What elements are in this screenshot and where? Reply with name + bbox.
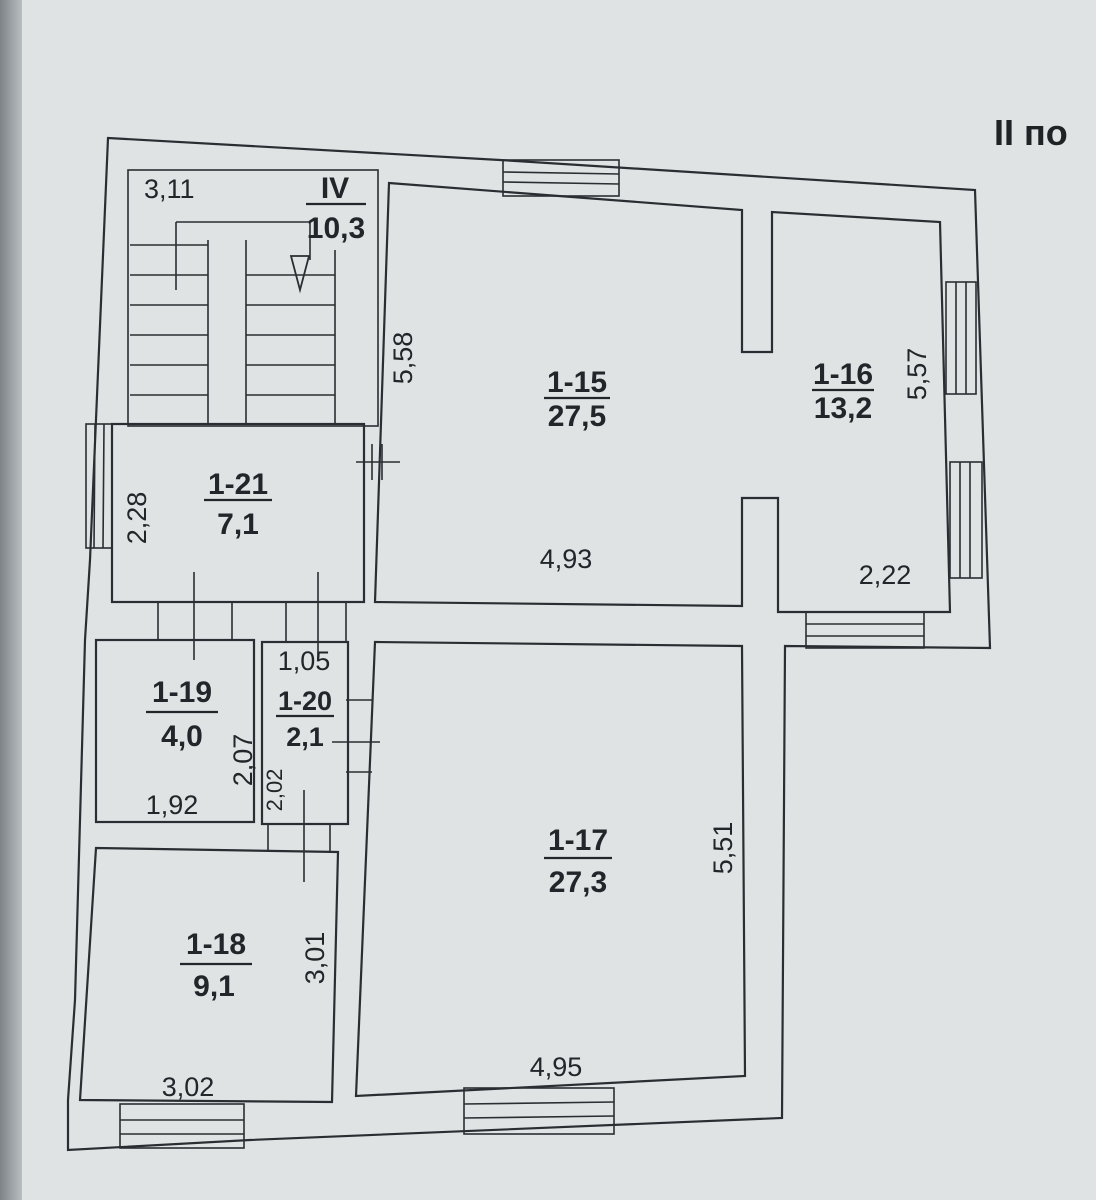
room-1-16-depth: 5,57 bbox=[902, 348, 932, 401]
room-1-18-width: 3,02 bbox=[162, 1072, 215, 1102]
outer-wall-outline bbox=[66, 136, 992, 1152]
room-1-17-depth: 5,51 bbox=[708, 822, 738, 875]
room-1-15-outline bbox=[373, 181, 952, 614]
room-1-15-width: 4,93 bbox=[540, 544, 593, 574]
room-1-15-depth: 5,58 bbox=[388, 332, 418, 385]
room-1-19-depth: 2,07 bbox=[228, 734, 258, 787]
stair-treads bbox=[130, 244, 336, 424]
room-1-19-id: 1-19 bbox=[152, 676, 212, 709]
room-1-16-width: 2,22 bbox=[859, 560, 912, 590]
window-right-upper bbox=[945, 281, 977, 395]
room-1-20-depth: 2,02 bbox=[262, 769, 287, 812]
room-1-18-area: 9,1 bbox=[193, 970, 235, 1003]
room-1-20-area: 2,1 bbox=[286, 722, 324, 752]
room-1-18-depth: 3,01 bbox=[300, 932, 330, 985]
stair-width-label: 3,11 bbox=[144, 174, 195, 204]
room-1-17-id: 1-17 bbox=[548, 824, 608, 857]
room-1-18-outline bbox=[78, 846, 340, 1104]
room-1-20-id: 1-20 bbox=[278, 686, 332, 716]
page-edge bbox=[0, 0, 22, 1200]
door-marks bbox=[157, 444, 400, 882]
stair-block bbox=[127, 169, 379, 427]
window-bottom-left bbox=[119, 1103, 245, 1149]
room-1-21-id: 1-21 bbox=[208, 468, 268, 501]
room-1-19-outline bbox=[94, 638, 256, 824]
room-1-19-width: 1,92 bbox=[146, 790, 199, 820]
paper-sheet bbox=[22, 0, 1096, 1200]
room-1-21-area: 7,1 bbox=[217, 508, 259, 541]
room-1-17-area: 27,3 bbox=[549, 866, 607, 899]
room-1-17-outline bbox=[354, 640, 747, 1098]
stair-area-label: 10,3 bbox=[307, 212, 365, 245]
stair-id-label: IV bbox=[321, 172, 349, 205]
room-1-15-id: 1-15 bbox=[547, 366, 607, 399]
room-1-16-area: 13,2 bbox=[814, 392, 872, 425]
stair-direction-arrow-icon bbox=[289, 255, 311, 294]
room-1-21-depth: 2,28 bbox=[122, 492, 152, 545]
room-1-19-area: 4,0 bbox=[161, 720, 203, 753]
page-heading: II по bbox=[994, 112, 1068, 153]
room-1-16-id: 1-16 bbox=[813, 358, 873, 391]
window-left bbox=[85, 423, 113, 549]
window-top bbox=[502, 159, 620, 197]
room-1-20-width: 1,05 bbox=[278, 646, 331, 676]
window-lower-right bbox=[805, 611, 925, 649]
room-1-18-id: 1-18 bbox=[186, 928, 246, 961]
room-1-20-outline bbox=[260, 640, 350, 826]
window-bottom-right bbox=[463, 1087, 615, 1135]
room-1-15-area: 27,5 bbox=[548, 400, 606, 433]
room-1-17-width: 4,95 bbox=[530, 1052, 583, 1082]
window-right-lower bbox=[949, 461, 983, 579]
stair-outline bbox=[127, 169, 379, 427]
